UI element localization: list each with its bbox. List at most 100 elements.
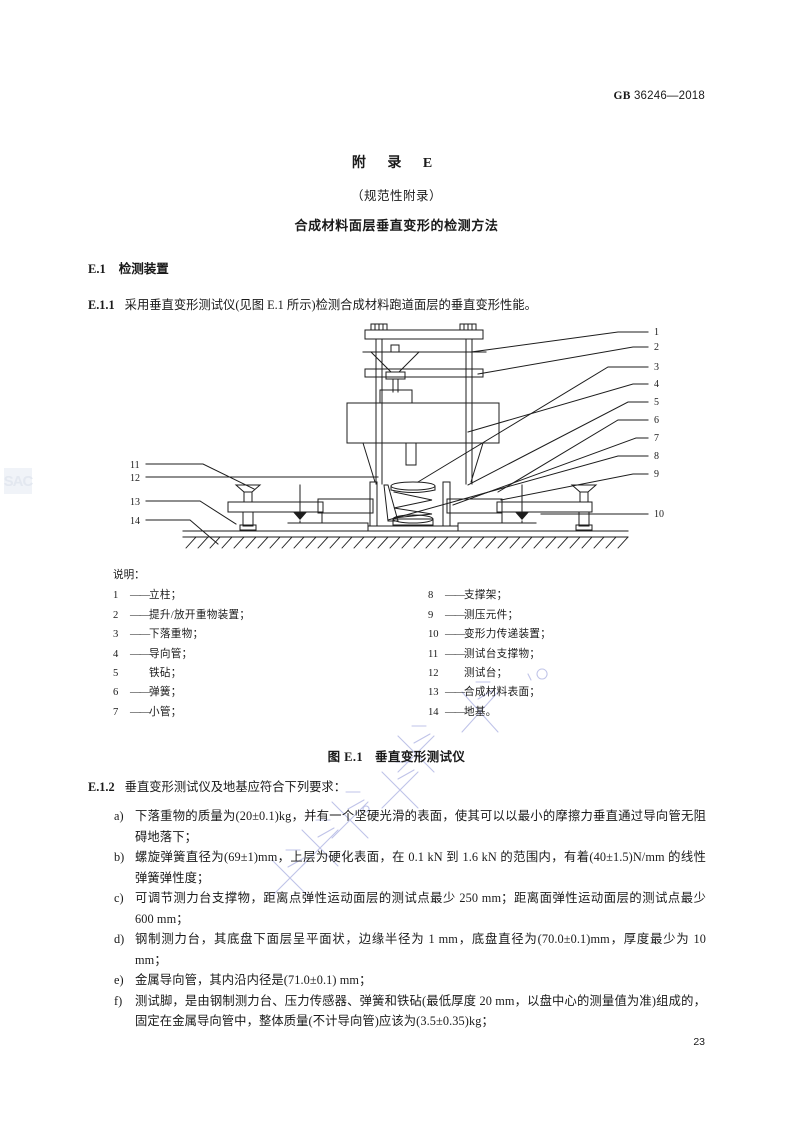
figure-e1-drawing: 1 2 3 4 5 6 7 8 9 10 11 12 13 14 — [88, 322, 706, 897]
legend-item-label: 导向管； — [149, 648, 193, 660]
legend-item: 13——合成材料表面； — [428, 683, 551, 702]
list-item-marker: d) — [114, 932, 125, 946]
legend-item-label: 测压元件； — [464, 609, 519, 621]
svg-text:12: 12 — [130, 473, 140, 484]
legend-item: 3——下落重物； — [113, 625, 250, 644]
list-item: a) 下落重物的质量为(20±0.1)kg，并有一个坚硬光滑的表面，使其可以以最… — [88, 806, 706, 847]
list-item-marker: c) — [114, 891, 124, 905]
legend-item-number: 12 — [428, 667, 439, 679]
legend-column-right: 8 ——支撑架； 9 ——测压元件； 10——变形力传递装置； 11——测试台支… — [428, 586, 551, 722]
legend-item-label: 弹簧； — [149, 687, 182, 699]
legend-item: 10 ——变形力传递装置； — [428, 625, 551, 644]
paragraph-number-e11: E.1.1 — [88, 298, 115, 312]
legend-dash: —— — [445, 648, 465, 660]
paragraph-number-e12: E.1.2 — [88, 780, 115, 794]
figure-callout-numbers-left: 11 12 13 14 — [130, 460, 140, 527]
legend-dash: —— — [445, 629, 465, 641]
legend-item-label: 提升/放开重物装置； — [149, 609, 251, 621]
legend-item-number: 1 — [113, 590, 119, 602]
list-item-text: 钢制测力台，其底盘下面层呈平面状，边缘半径为 1 mm，底盘直径为(70.0±0… — [135, 932, 706, 967]
svg-text:7: 7 — [654, 433, 659, 444]
legend-item-number: 10 — [428, 629, 439, 641]
legend-item-number: 9 — [428, 609, 434, 621]
list-item-marker: f) — [114, 993, 123, 1008]
legend-item-label: 小管； — [149, 706, 182, 718]
figure-caption-label: 图 E.1 — [327, 750, 364, 764]
legend-item-label: 地基。 — [464, 706, 497, 718]
legend-item-label: 铁砧； — [149, 667, 182, 679]
legend-item: 11——测试台支撑物； — [428, 645, 551, 664]
requirements-list: a) 下落重物的质量为(20±0.1)kg，并有一个坚硬光滑的表面，使其可以以最… — [88, 806, 706, 1032]
legend-item-number: 7 — [113, 706, 119, 718]
svg-text:10: 10 — [654, 509, 664, 520]
legend-item-number: 2 — [113, 609, 119, 621]
watermark: SAC — [4, 468, 33, 494]
figure-caption-text: 垂直变形测试仪 — [375, 750, 466, 764]
list-item-marker: e) — [114, 973, 124, 987]
vertical-deformation-tester-schematic: 1 2 3 4 5 6 7 8 9 10 11 12 13 14 — [130, 323, 664, 549]
svg-text:13: 13 — [130, 497, 140, 508]
legend-title: 说明： — [113, 570, 145, 581]
legend-item-label: 变形力传递装置； — [464, 629, 552, 641]
legend-item-number: 14 — [428, 706, 439, 718]
annex-name: 合成材料面层垂直变形的检测方法 — [294, 218, 499, 233]
legend-item: 9 ——测压元件； — [428, 606, 551, 625]
paragraph-text-e12: 垂直变形测试仪及地基应符合下列要求： — [124, 780, 347, 794]
legend-dash: —— — [130, 629, 150, 641]
standard-code: GB — [613, 90, 631, 102]
list-item-marker: a) — [114, 809, 124, 823]
legend-item-label: 测试台； — [464, 667, 508, 679]
legend-item: 1 ——立柱； — [113, 586, 250, 605]
list-item-text: 下落重物的质量为(20±0.1)kg，并有一个坚硬光滑的表面，使其可以以最小的摩… — [135, 809, 706, 844]
running-header: GB 36246—2018 — [614, 90, 705, 102]
svg-text:14: 14 — [130, 516, 140, 527]
svg-text:4: 4 — [654, 379, 659, 390]
svg-text:3: 3 — [654, 362, 659, 373]
legend-dash: —— — [130, 609, 150, 621]
list-item: f) 测试脚，是由钢制测力台、压力传感器、弹簧和铁砧(最低厚度 20 mm，以盘… — [88, 991, 706, 1032]
list-item: e) 金属导向管，其内沿内径是(71.0±0.1) mm； — [88, 970, 706, 991]
section-number-e1: E.1 — [88, 262, 106, 276]
legend-item-number: 4 — [113, 648, 119, 660]
list-item-text: 可调节测力台支撑物，距离点弹性运动面层的测试点最少 250 mm；距离面弹性运动… — [135, 891, 706, 926]
svg-text:8: 8 — [654, 451, 659, 462]
legend-dash: —— — [130, 590, 150, 602]
svg-text:5: 5 — [654, 397, 659, 408]
page-number: 23 — [693, 1036, 705, 1048]
list-item-text: 测试脚，是由钢制测力台、压力传感器、弹簧和铁砧(最低厚度 20 mm，以盘中心的… — [135, 993, 706, 1029]
svg-text:11: 11 — [130, 460, 140, 471]
legend-item: 4 ——导向管； — [113, 645, 250, 664]
legend-dash: —— — [445, 706, 465, 718]
section-title-e1: 检测装置 — [118, 262, 169, 276]
legend-item-number: 5 — [113, 667, 119, 679]
legend-item-label: 立柱； — [149, 590, 182, 602]
figure-callout-numbers-right: 1 2 3 4 5 6 7 8 9 10 — [654, 327, 664, 520]
figure-caption: 图 E.1 垂直变形测试仪 — [0, 746, 793, 765]
legend-item-number: 8 — [428, 590, 434, 602]
legend-item: 6——弹簧； — [113, 683, 250, 702]
legend-dash: —— — [445, 609, 465, 621]
legend-item-label: 支撑架； — [464, 590, 508, 602]
legend-dash: —— — [445, 687, 465, 699]
legend-item: 5 铁砧； — [113, 664, 250, 683]
list-item-text: 金属导向管，其内沿内径是(71.0±0.1) mm； — [135, 973, 372, 987]
list-item: d) 钢制测力台，其底盘下面层呈平面状，边缘半径为 1 mm，底盘直径为(70.… — [88, 929, 706, 970]
legend-dash: —— — [130, 706, 150, 718]
legend-item-label: 测试台支撑物； — [464, 648, 541, 660]
annex-subtitle: （规范性附录） — [350, 189, 442, 203]
annex-heading-block: 附 录 E （规范性附录） 合成材料面层垂直变形的检测方法 — [0, 152, 793, 234]
section-heading-e1: E.1 检测装置 — [88, 258, 169, 277]
legend-item: 2 ——提升/放开重物装置； — [113, 606, 250, 625]
legend-item: 7 ——小管； — [113, 703, 250, 722]
legend-column-left: 1——立柱； 2——提升/放开重物装置； 3——下落重物； 4——导向管； 5 … — [113, 586, 250, 722]
legend-item: 14 ——地基。 — [428, 703, 551, 722]
list-item: b) 螺旋弹簧直径为(69±1)mm，上层为硬化表面，在 0.1 kN 到 1.… — [88, 847, 706, 888]
annex-title: 附 录 E — [351, 156, 442, 171]
legend-dash: —— — [130, 648, 150, 660]
legend-item: 12 测试台； — [428, 664, 551, 683]
legend-item-number: 3 — [113, 629, 119, 641]
svg-text:9: 9 — [654, 469, 659, 480]
standard-number: 36246—2018 — [633, 90, 705, 102]
